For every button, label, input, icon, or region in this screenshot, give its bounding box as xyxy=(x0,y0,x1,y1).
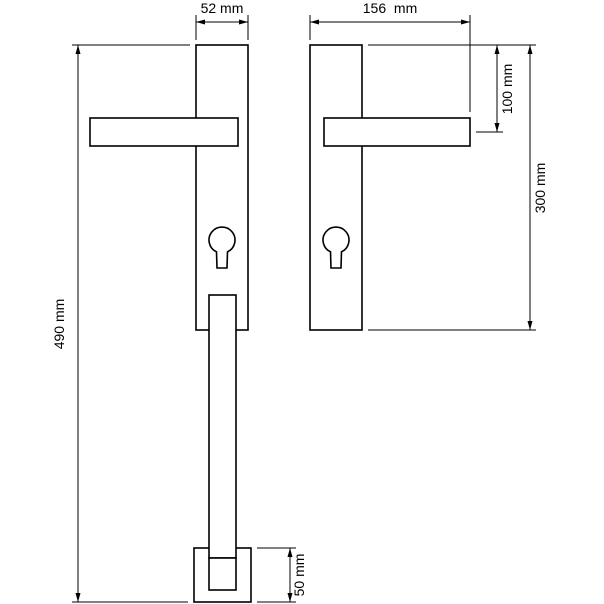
dimension-label: 490 mm xyxy=(51,299,67,350)
dimension-foot-height: 50 mm xyxy=(257,547,307,603)
dimension-label: 100 mm xyxy=(499,64,515,115)
dimension-overall-width: 156 mm xyxy=(309,0,471,112)
side-view-plate-with-lever xyxy=(309,44,471,331)
lever-handle xyxy=(89,117,239,147)
front-view-handle-with-pull xyxy=(89,44,252,603)
dimension-plate-width: 52 mm xyxy=(195,0,249,40)
dimension-label: 52 mm xyxy=(201,0,244,16)
dimension-label: 300 mm xyxy=(532,163,548,214)
pull-foot-hole xyxy=(208,557,237,591)
keyhole-euro-cylinder-icon xyxy=(322,226,350,269)
dimension-label: 50 mm xyxy=(291,554,307,597)
backplate xyxy=(309,44,363,331)
dimension-plate-height: 300 mm xyxy=(368,44,548,331)
dimension-overall-height: 490 mm xyxy=(51,44,190,603)
keyhole-euro-cylinder-icon xyxy=(208,226,236,269)
pull-bar xyxy=(208,294,237,559)
backplate xyxy=(195,44,249,331)
lever-handle xyxy=(323,117,471,147)
dimension-label: 156 mm xyxy=(363,0,417,16)
dimension-top-to-lever: 100 mm xyxy=(476,45,515,133)
